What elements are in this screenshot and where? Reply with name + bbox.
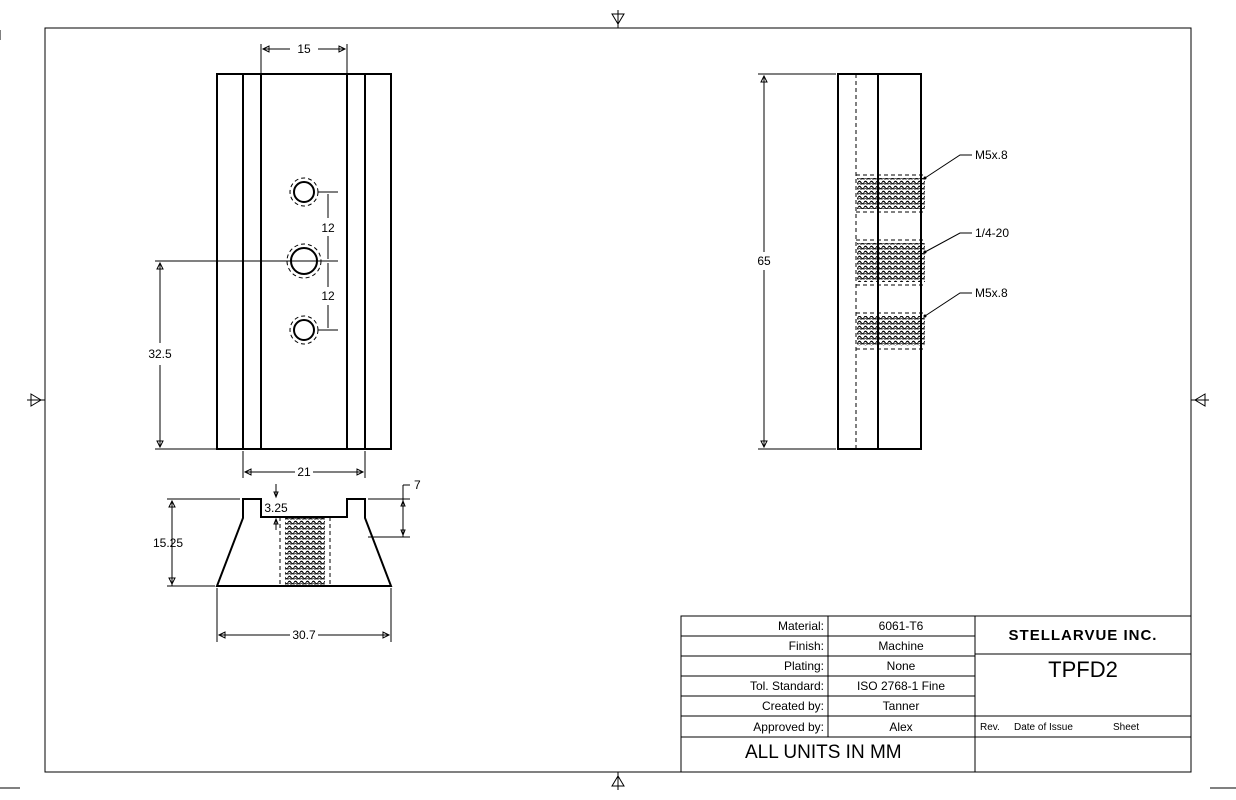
label: Plating: bbox=[784, 659, 824, 673]
label: Material: bbox=[778, 619, 824, 633]
value: Machine bbox=[878, 639, 924, 653]
thread-hatch bbox=[285, 517, 325, 586]
sheet-border bbox=[0, 10, 1236, 790]
value: None bbox=[887, 659, 916, 673]
side-view: 65 M5x.8 1/4-20 M5x.8 bbox=[757, 73, 1009, 450]
dim-height: 15.25 bbox=[153, 536, 183, 550]
value: 6061-T6 bbox=[879, 619, 924, 633]
value: Tanner bbox=[883, 699, 920, 713]
part-number: TPFD2 bbox=[1048, 657, 1118, 682]
dim-hole-spacing-2: 12 bbox=[321, 289, 335, 303]
end-view: 15.25 30.7 3.25 7 bbox=[153, 478, 421, 642]
title-row-plating: Plating: None bbox=[784, 659, 916, 673]
label: Approved by: bbox=[753, 720, 824, 734]
thread-callout-middle: 1/4-20 bbox=[975, 226, 1009, 240]
label: Created by: bbox=[762, 699, 824, 713]
sheet-label: Sheet bbox=[1113, 722, 1139, 733]
dim-depth: 3.25 bbox=[264, 501, 288, 515]
rev-label: Rev. bbox=[980, 722, 1000, 733]
thread-callout-bottom: M5x.8 bbox=[975, 286, 1008, 300]
front-view: 15 12 12 32.5 21 bbox=[148, 42, 392, 479]
thread-callout-top: M5x.8 bbox=[975, 148, 1008, 162]
title-row-material: Material: 6061-T6 bbox=[778, 619, 924, 633]
label: Finish: bbox=[789, 639, 824, 653]
value: Alex bbox=[889, 720, 912, 734]
dim-height-center: 32.5 bbox=[148, 347, 172, 361]
company-name: STELLARVUE INC. bbox=[1009, 627, 1158, 644]
dim-base-width: 30.7 bbox=[292, 628, 316, 642]
title-row-finish: Finish: Machine bbox=[789, 639, 924, 653]
date-of-issue-label: Date of Issue bbox=[1014, 722, 1073, 733]
value: ISO 2768-1 Fine bbox=[857, 679, 945, 693]
hole-top bbox=[289, 177, 319, 207]
dim-width-slot: 21 bbox=[297, 465, 311, 479]
thread-bottom bbox=[857, 316, 925, 346]
thread-middle bbox=[857, 243, 925, 282]
title-row-approved-by: Approved by: Alex bbox=[753, 720, 912, 734]
title-row-tolerance: Tol. Standard: ISO 2768-1 Fine bbox=[750, 679, 945, 693]
dim-rail: 7 bbox=[414, 478, 421, 492]
dim-hole-spacing-1: 12 bbox=[321, 221, 335, 235]
thread-top bbox=[857, 178, 925, 209]
dim-length: 65 bbox=[757, 254, 771, 268]
label: Tol. Standard: bbox=[750, 679, 824, 693]
units-note: ALL UNITS IN MM bbox=[745, 742, 902, 763]
title-block: Material: 6061-T6 Finish: Machine Platin… bbox=[680, 615, 1192, 773]
dim-width-top: 15 bbox=[297, 42, 311, 56]
hole-bottom bbox=[289, 315, 319, 345]
title-row-created-by: Created by: Tanner bbox=[762, 699, 919, 713]
